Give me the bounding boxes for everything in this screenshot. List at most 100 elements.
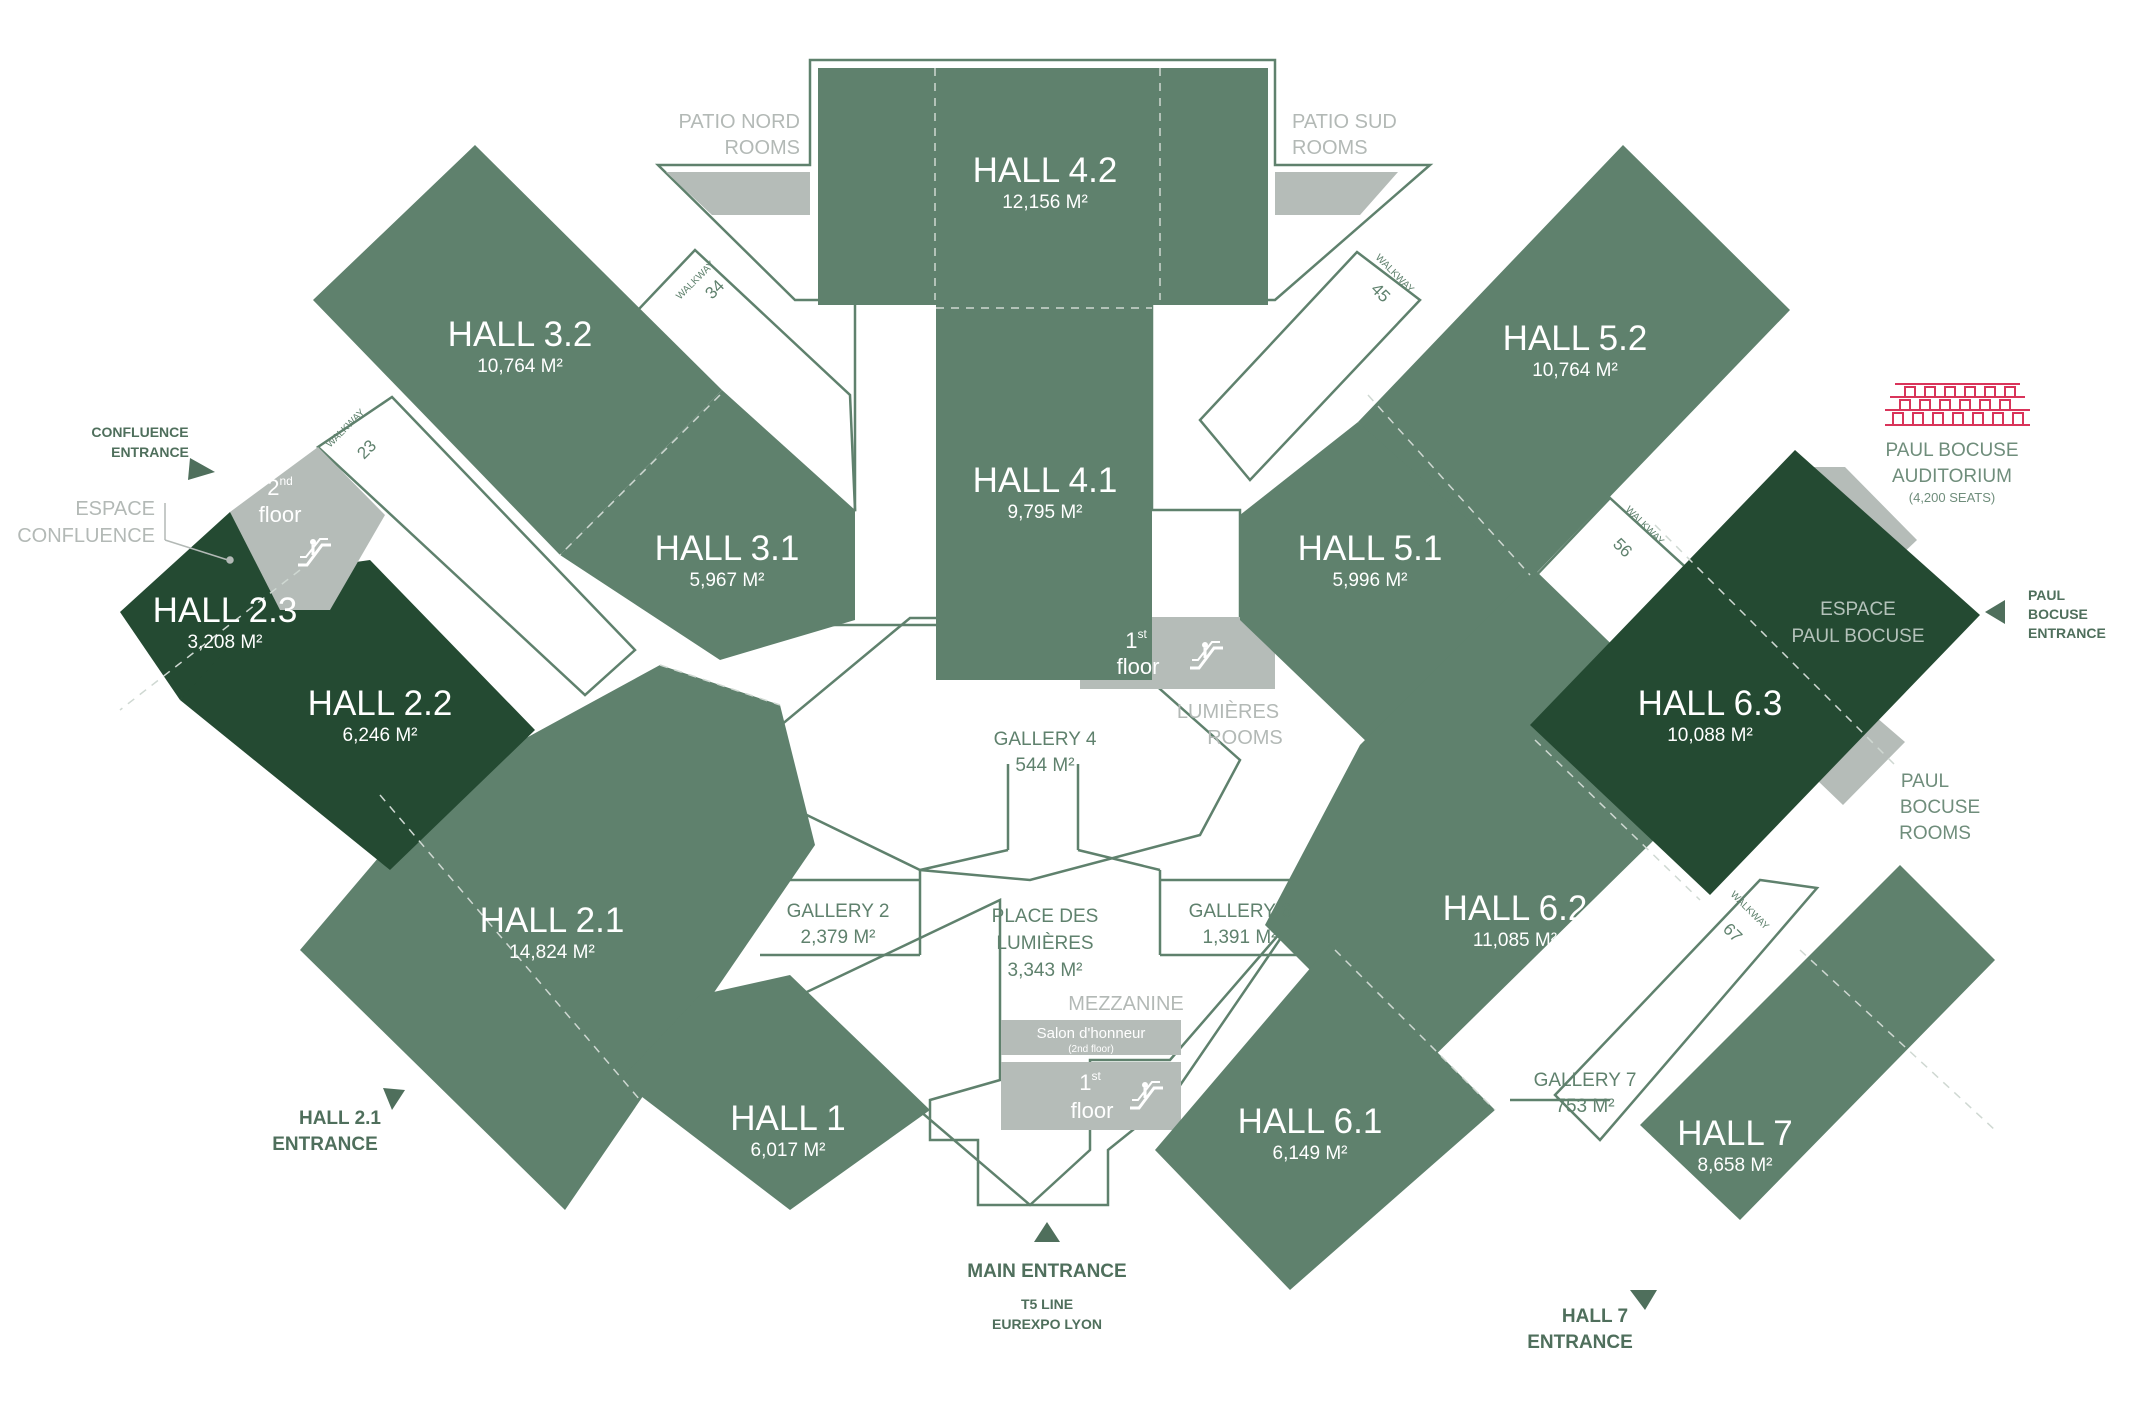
hall-5-1-area: 5,996 M² [1333,570,1408,591]
hall-2-2-shape[interactable] [180,560,535,870]
gallery-labels: GALLERY 4 544 M² GALLERY 2 2,379 M² GALL… [787,729,1637,1117]
salon-honneur-line1: Salon d'honneur [1037,1025,1146,1042]
hall-5-2-area: 10,764 M² [1532,360,1618,381]
mezzanine-first-floor-block[interactable] [1001,1062,1181,1130]
gallery-7-area: 753 M² [1555,1096,1614,1117]
first-floor-word: floor [1117,654,1160,679]
hall7-entrance-line1: HALL 7 [1562,1306,1628,1327]
espace-paul-bocuse-line1: ESPACE [1820,599,1896,620]
hall-7-shape[interactable] [1640,865,1995,1220]
hall-2-1-area: 14,824 M² [509,942,595,963]
gallery-6-area: 1,391 M² [1203,927,1278,948]
espace-confluence-pointer [164,503,234,564]
first-floor-badge-mezzanine: 1st floor [1071,1069,1165,1123]
second-floor-ordinal: 2nd [267,474,293,500]
walkway-34-number: 34 [701,276,728,303]
confluence-entrance-line2: ENTRANCE [111,444,189,460]
hall-6-2-name: HALL 6.2 [1443,889,1588,928]
main-entrance-line1: MAIN ENTRANCE [967,1261,1126,1282]
hall7-entrance-arrow-icon[interactable] [1630,1290,1657,1310]
walkway-56-number: 56 [1609,534,1636,561]
gallery-6-name: GALLERY 6 [1189,901,1292,922]
paul-bocuse-rooms-block[interactable] [1817,705,1905,805]
hall-6-3-shape[interactable] [1530,450,1980,895]
place-des-lumieres-line2: LUMIÈRES [996,933,1093,954]
gallery-7-name: GALLERY 7 [1534,1070,1637,1091]
hall-4-2-shape[interactable] [818,68,1268,305]
bocuse-entrance-line3: ENTRANCE [2028,625,2106,641]
hall7-entrance-line2: ENTRANCE [1527,1332,1633,1353]
mezzanine-first-floor-word: floor [1071,1098,1114,1123]
second-floor-word: floor [259,502,302,527]
walkway-67-number: 67 [1719,919,1746,946]
espace-confluence-line2: CONFLUENCE [17,525,155,547]
paul-bocuse-rooms-line3: ROOMS [1899,823,1971,844]
hall-1-shape[interactable] [620,975,930,1210]
place-des-lumieres-area: 3,343 M² [1008,960,1083,981]
main-entrance-line2: T5 LINE [1021,1296,1073,1312]
hall-2-2-area: 6,246 M² [343,725,418,746]
first-floor-badge-gallery4: 1st floor [1117,627,1225,679]
paul-bocuse-rooms-line1: PAUL [1901,771,1949,792]
hall-7-area: 8,658 M² [1698,1155,1773,1176]
hall-3-1-name: HALL 3.1 [655,529,800,568]
hall-4-2-area: 12,156 M² [1002,192,1088,213]
auditorium-line1: PAUL BOCUSE [1885,440,2018,461]
first-floor-ordinal: 1st [1125,627,1147,653]
hall-4-1-name: HALL 4.1 [973,461,1118,500]
hall-4-1-shape[interactable] [936,305,1152,680]
gallery-4-area: 544 M² [1015,755,1074,776]
hall-2-2-name: HALL 2.2 [308,684,453,723]
hall-3-2-name: HALL 3.2 [448,315,593,354]
walkway-23-number: 23 [353,436,380,463]
gallery-4-name: GALLERY 4 [994,729,1097,750]
hall-6-2-area: 11,085 M² [1473,930,1557,951]
lumieres-rooms-line1: LUMIÈRES [1177,700,1279,723]
auditorium-seats: (4,200 SEATS) [1909,490,1995,505]
mezzanine-first-floor-ordinal: 1st [1079,1069,1101,1095]
main-entrance-line3: EUREXPO LYON [992,1316,1102,1332]
second-floor-block[interactable] [230,447,385,610]
patio-nord-rooms[interactable] [666,172,810,215]
main-entrance-arrow-icon[interactable] [1034,1222,1060,1242]
mezzanine-label: MEZZANINE [1068,993,1184,1015]
entrances: MAIN ENTRANCE T5 LINE EUREXPO LYON CONFL… [91,424,2105,1353]
hall-4-1-area: 9,795 M² [1008,502,1083,523]
hall-6-3-area: 10,088 M² [1667,725,1753,746]
hall21-entrance-line1: HALL 2.1 [299,1108,381,1129]
hall-5-1-name: HALL 5.1 [1298,529,1443,568]
auditorium-seats-icon [1885,383,2030,426]
patio-nord-line1: PATIO NORD [679,111,800,133]
lumieres-rooms-line2: ROOMS [1207,727,1283,749]
hall-dividers [119,68,1996,1131]
hall-6-1-shape[interactable] [1155,945,1495,1290]
hall-6-1-name: HALL 6.1 [1238,1102,1383,1141]
hall-3-2-area: 10,764 M² [477,356,563,377]
hall-6-3-name: HALL 6.3 [1638,684,1783,723]
hall-1-name: HALL 1 [730,1099,845,1138]
patio-sud-line2: ROOMS [1292,137,1368,159]
patio-sud-rooms[interactable] [1275,172,1398,215]
bocuse-entrance-line1: PAUL [2028,587,2066,603]
gallery-2-name: GALLERY 2 [787,901,890,922]
hall-5-1-shape[interactable] [1240,422,1530,745]
hall21-entrance-line2: ENTRANCE [272,1134,378,1155]
bocuse-entrance-arrow-icon[interactable] [1985,600,2005,624]
confluence-entrance-arrow-icon[interactable] [188,458,215,480]
hall21-entrance-arrow-icon[interactable] [383,1088,405,1110]
bocuse-entrance-line2: BOCUSE [2028,606,2088,622]
paul-bocuse-rooms-line2: BOCUSE [1900,797,1980,818]
hall-2-3-name: HALL 2.3 [153,591,298,630]
hall-3-1-area: 5,967 M² [690,570,765,591]
hall-5-2-shape[interactable] [1358,145,1790,590]
hall-labels: HALL 4.2 12,156 M² HALL 4.1 9,795 M² HAL… [153,151,1793,1176]
second-floor-badge: 2nd floor [259,474,333,567]
hall-4-2-name: HALL 4.2 [973,151,1118,190]
hall-3-2-shape[interactable] [313,145,722,555]
hall-6-1-area: 6,149 M² [1273,1143,1348,1164]
hall-3-1-shape[interactable] [560,390,855,660]
patio-nord-line2: ROOMS [724,137,800,159]
confluence-entrance-line1: CONFLUENCE [91,424,188,440]
salon-honneur-block[interactable] [1001,1020,1181,1055]
